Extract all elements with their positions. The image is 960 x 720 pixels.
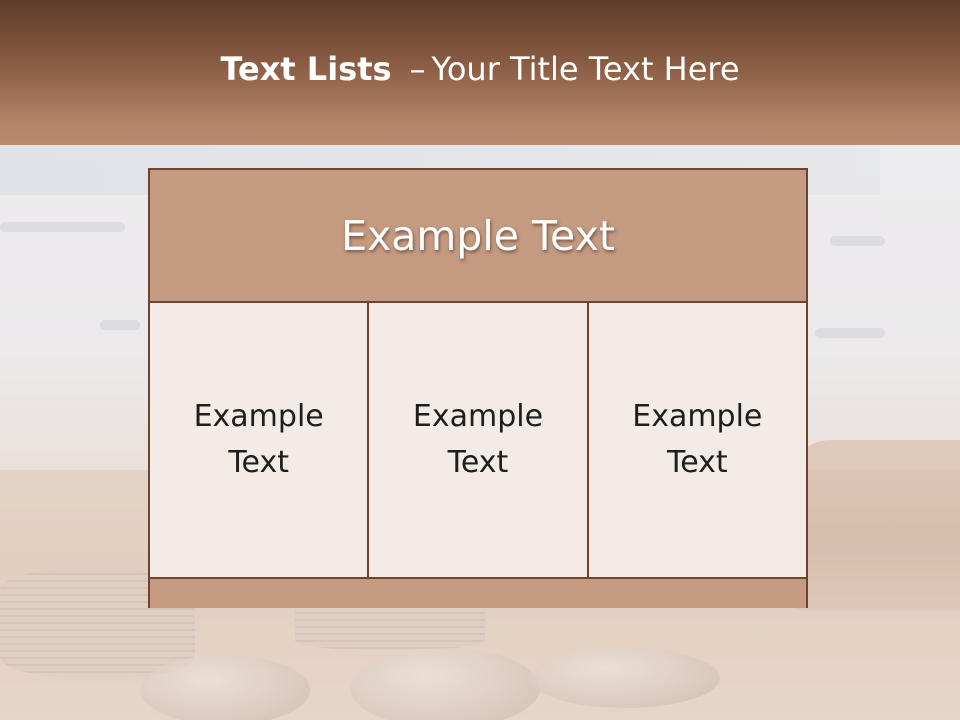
slide-title-bold: Text Lists [220, 50, 392, 88]
background-coin [350, 648, 540, 720]
content-table: Example Text Example Text Example Text E… [148, 168, 808, 608]
title-bar: Text Lists–Your Title Text Here [0, 0, 960, 145]
table-cell-text: Example Text [412, 399, 544, 480]
background-smudge [815, 328, 885, 338]
table-cell-text: Example Text [632, 399, 763, 480]
table-header-text: Example Text [341, 211, 615, 260]
table-cell-1: Example Text [150, 303, 368, 577]
table-footer [150, 577, 806, 608]
slide-title-text: Your Title Text Here [431, 50, 740, 88]
background-smudge [100, 320, 140, 330]
slide-title-separator: – [409, 50, 426, 88]
table-cell-text: Example Text [193, 399, 324, 480]
background-wallet [790, 440, 960, 610]
table-cell-3: Example Text [586, 303, 806, 577]
background-coin [140, 655, 310, 720]
background-coin [530, 648, 720, 708]
table-cell-2: Example Text [367, 303, 587, 577]
background-smudge [830, 236, 885, 246]
slide-title: Text Lists–Your Title Text Here [0, 50, 960, 88]
table-header: Example Text [150, 170, 806, 303]
background-coin-stack [295, 600, 485, 650]
background-smudge [0, 222, 125, 232]
table-cells-row: Example Text Example Text Example Text [150, 303, 806, 577]
